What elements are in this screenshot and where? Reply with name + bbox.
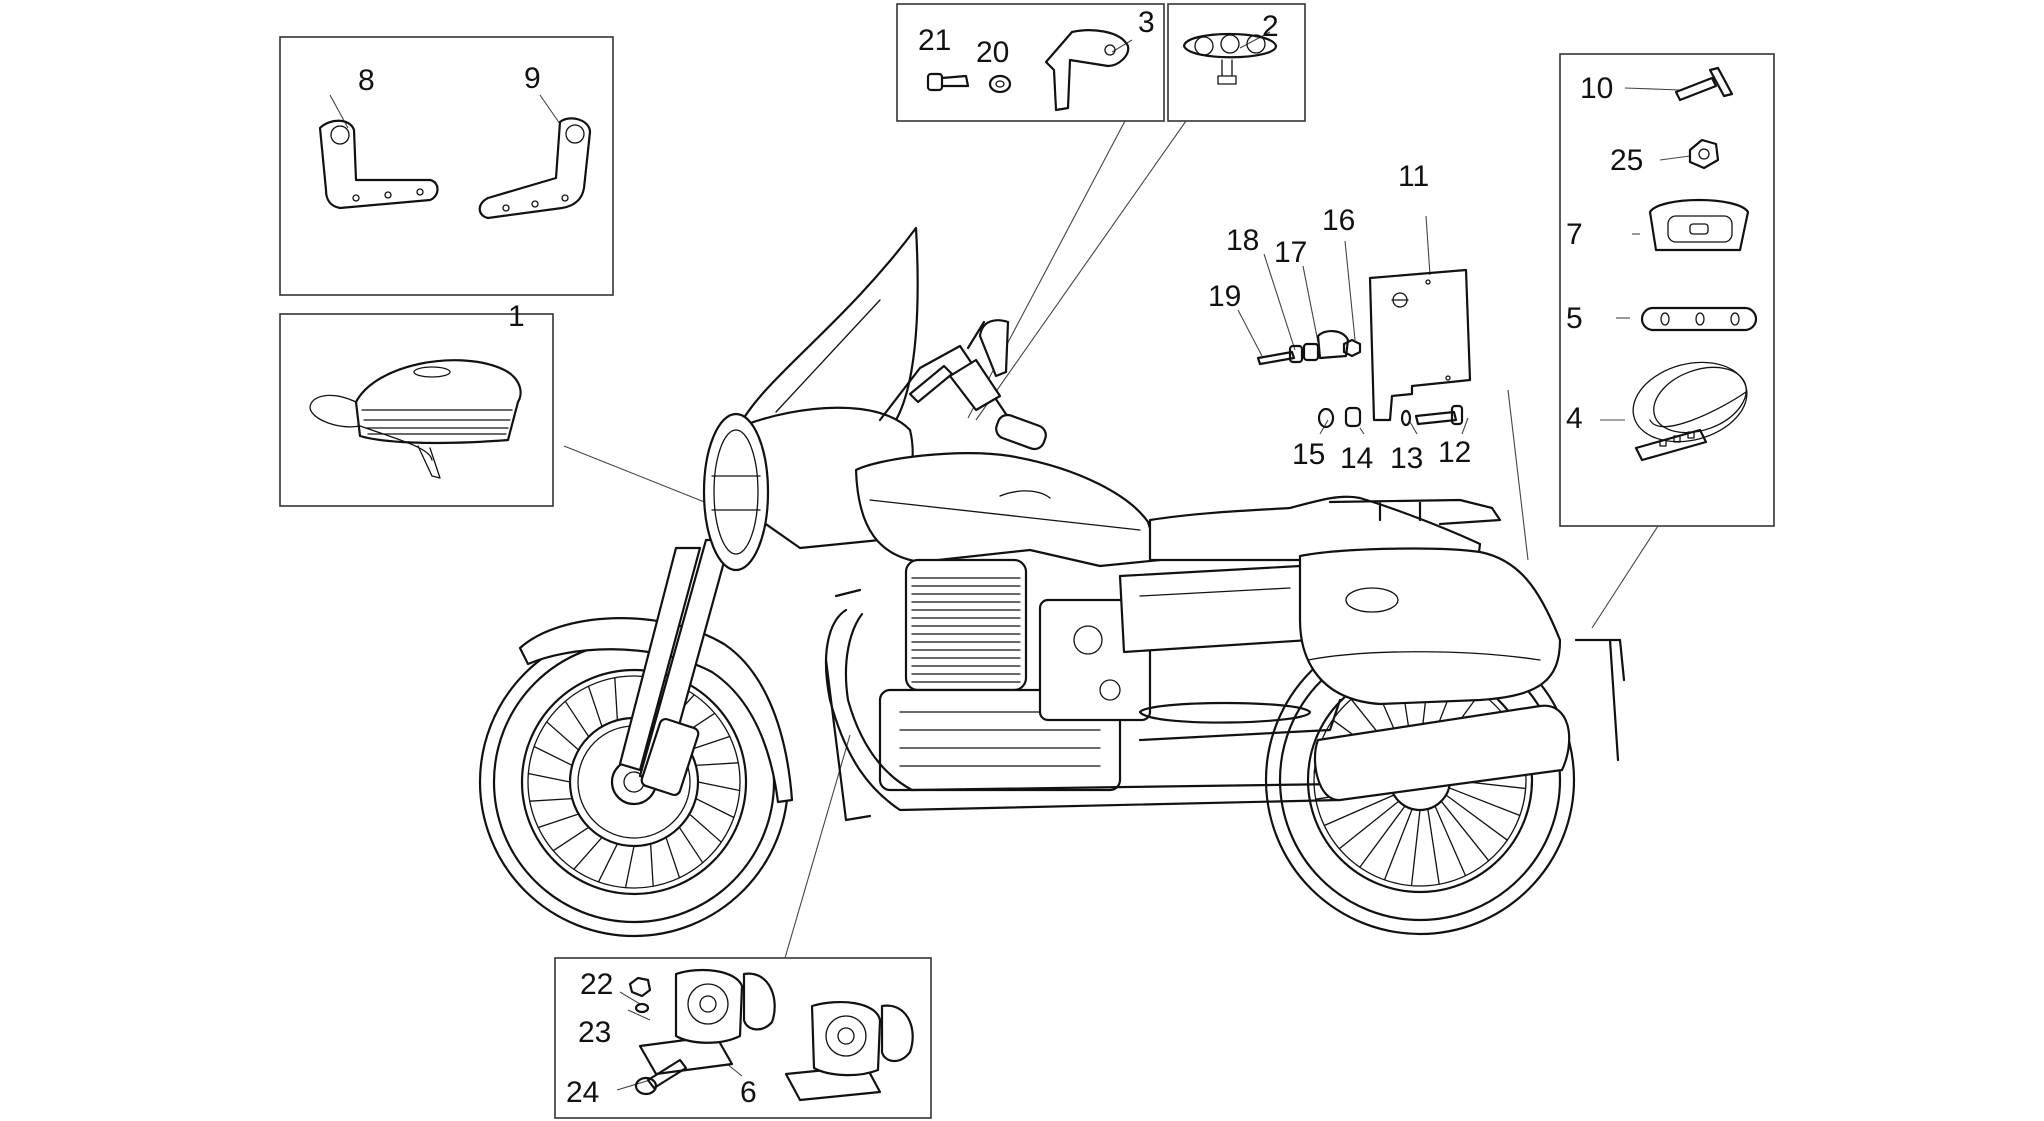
inset-box-fixings xyxy=(896,3,1165,122)
callout-6: 6 xyxy=(740,1076,757,1109)
callout-7: 7 xyxy=(1566,218,1583,251)
muffler xyxy=(1313,704,1571,802)
side-panel xyxy=(1118,564,1312,654)
left-bracket-part xyxy=(318,119,439,210)
spacer-18-part xyxy=(1302,342,1320,362)
motorcycle-illustration xyxy=(478,226,1626,938)
nut-22-part xyxy=(628,976,652,998)
light-7-part xyxy=(1648,198,1750,252)
final-drive xyxy=(1138,701,1312,724)
bolt-12-part xyxy=(1414,404,1464,426)
switch-2-part xyxy=(1182,32,1278,85)
engine xyxy=(878,558,1152,792)
wiring-4-part xyxy=(1632,361,1748,462)
grommet-14-part xyxy=(1344,406,1362,428)
rear-rack xyxy=(1328,498,1502,526)
washer-13-part xyxy=(1400,409,1412,427)
cover-light-part xyxy=(309,359,522,479)
bolt-19-part xyxy=(1256,344,1304,366)
callout-16: 16 xyxy=(1322,204,1355,237)
handlebar-mirror xyxy=(878,319,1047,451)
horn-left-part xyxy=(638,968,776,1076)
callout-11: 11 xyxy=(1398,160,1429,193)
callout-17: 17 xyxy=(1274,236,1307,269)
front-fender xyxy=(518,617,794,804)
callout-23: 23 xyxy=(578,1016,611,1049)
bracket-3-part xyxy=(1044,29,1130,112)
callout-labels: 1 2 3 4 5 6 7 8 9 10 11 12 13 14 15 16 1… xyxy=(358,6,1643,1109)
rear-pannier xyxy=(1298,547,1562,706)
washer-15-part xyxy=(1317,407,1335,429)
horn-right-part xyxy=(784,1000,914,1102)
callout-19: 19 xyxy=(1208,280,1241,313)
inset-box-cover-light xyxy=(279,313,554,507)
inset-box-kit xyxy=(1559,53,1775,527)
inset-box-brackets xyxy=(279,36,614,296)
inset-box-switch xyxy=(1167,3,1306,122)
screw-24-part xyxy=(634,1058,688,1096)
callout-1: 1 xyxy=(508,300,525,333)
callout-18: 18 xyxy=(1226,224,1259,257)
right-bracket-part xyxy=(478,117,592,220)
callout-8: 8 xyxy=(358,64,375,97)
callout-3: 3 xyxy=(1138,6,1155,39)
callout-24: 24 xyxy=(566,1076,599,1109)
callout-2: 2 xyxy=(1262,10,1279,43)
screw-21-part xyxy=(926,72,970,92)
nut-25-part xyxy=(1688,138,1720,170)
front-fork xyxy=(618,538,732,797)
inset-box-horns xyxy=(554,957,932,1119)
callout-22: 22 xyxy=(580,968,613,1001)
washer-23-part xyxy=(634,1002,650,1014)
callout-12: 12 xyxy=(1438,436,1471,469)
nut-16-part xyxy=(1342,338,1362,358)
callout-20: 20 xyxy=(976,36,1009,69)
callout-25: 25 xyxy=(1610,144,1643,177)
callout-21: 21 xyxy=(918,24,951,57)
callout-14: 14 xyxy=(1340,442,1373,475)
callout-5: 5 xyxy=(1566,302,1583,335)
callout-13: 13 xyxy=(1390,442,1423,475)
fuel-tank xyxy=(854,452,1162,568)
washer-20-part xyxy=(988,74,1012,94)
plate-11-part xyxy=(1368,268,1472,422)
callout-9: 9 xyxy=(524,62,541,95)
callout-10: 10 xyxy=(1580,72,1613,105)
gasket-5-part xyxy=(1640,306,1758,332)
callout-4: 4 xyxy=(1566,402,1583,435)
callout-15: 15 xyxy=(1292,438,1325,471)
bolt-10-part xyxy=(1674,66,1734,102)
